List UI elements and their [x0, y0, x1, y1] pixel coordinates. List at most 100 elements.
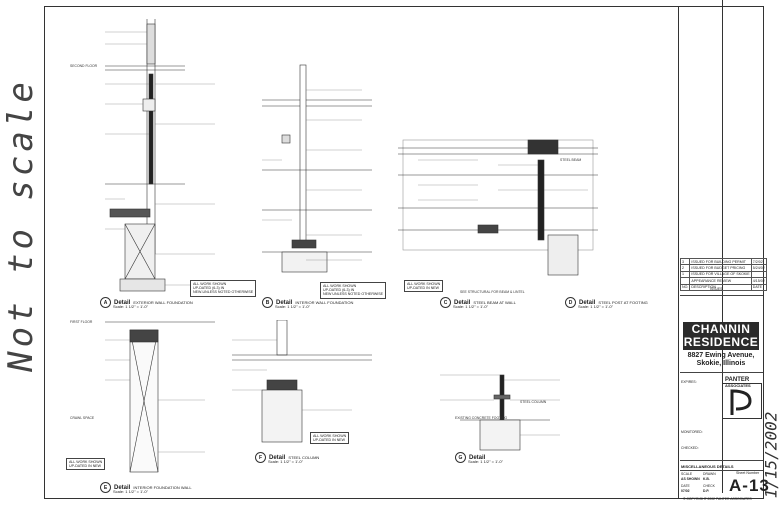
detail-f-marker: F: [255, 452, 266, 463]
date-label: DATE: [681, 484, 690, 488]
detail-c-label: C Detail STEEL BEAM AT WALL Scale: 1 1/2…: [440, 297, 516, 309]
firm-logo-icon: [722, 383, 762, 419]
revision-desc: APPEARANCE REVIEW: [689, 277, 752, 285]
revision-num: 1: [679, 270, 691, 279]
signature-date-text: 1/15/2002: [761, 411, 781, 499]
divider: [680, 470, 763, 471]
revision-num: 3: [679, 257, 691, 266]
revision-table: 3 ISSUED FOR BUILDING PERMIT 7/2/02 2 IS…: [679, 257, 767, 291]
divider: [680, 295, 763, 296]
copyright-footer: © COPYRIGHT 2002 PANTER ASSOCIATES: [683, 497, 752, 501]
detail-c-note-box: ALL WORK SHOWN UP-DATED IN NEW: [404, 280, 444, 293]
detail-g-label: G Detail Scale: 1 1/2" = 1'-0": [455, 452, 503, 464]
revision-num: 2: [679, 264, 691, 272]
signature-date-note: 1/15/2002: [761, 405, 781, 505]
detail-g-drawing: [440, 374, 560, 451]
revision-num-header: NO.: [679, 283, 691, 291]
revision-desc: ISSUED FOR BUILDING PERMIT: [689, 257, 752, 266]
detail-a-drawing: [105, 19, 215, 292]
detail-d-subtitle: STEEL POST AT FOOTING: [598, 300, 648, 305]
revision-header-row: NO. DESCRIPTION DATE: [679, 283, 767, 291]
detail-c-title: Detail: [454, 299, 471, 306]
detail-f-scale: Scale: 1 1/2" = 1'-0": [268, 459, 304, 464]
monitored-label: MONITORED:: [681, 430, 703, 434]
checked-label: CHECKED:: [681, 446, 699, 450]
address-line1: 8827 Ewing Avenue,: [687, 352, 755, 359]
detail-a-marker: A: [100, 297, 111, 308]
sheet-title: MISCELLANEOUS DETAILS: [681, 464, 734, 469]
detail-d-label: D Detail STEEL POST AT FOOTING Scale: 1 …: [565, 297, 648, 309]
detail-g-marker: G: [455, 452, 466, 463]
revision-row: 2 ISSUED FOR BUDGET PRICING 5/24/02: [679, 264, 767, 272]
drawing-sheet-border: [44, 6, 764, 499]
first-floor-label: FIRST FLOOR: [70, 320, 93, 324]
title-block-border: [722, 0, 723, 493]
title-block-divider: [678, 6, 679, 499]
detail-c-subtitle: STEEL BEAM AT WALL: [473, 300, 516, 305]
not-to-scale-text: Not to scale: [1, 78, 41, 372]
revision-row: 3 ISSUED FOR BUILDING PERMIT 7/2/02: [679, 257, 767, 266]
project-name: CHANNIN RESIDENCE: [683, 322, 759, 350]
steel-column-label: STEEL COLUMN: [520, 400, 547, 404]
detail-c-scale: Scale: 1 1/2" = 1'-0": [453, 304, 489, 309]
expires-label: EXPIRES:: [681, 380, 697, 384]
detail-b-drawing: [262, 64, 372, 273]
sheet-number: A-13: [729, 476, 770, 495]
detail-e-marker: E: [100, 482, 111, 493]
detail-b-label: B Detail INTERIOR WALL FOUNDATION Scale:…: [262, 297, 354, 309]
detail-a-title: Detail: [114, 299, 131, 306]
detail-c-drawing: [398, 139, 598, 276]
crawl-space-label: CRAWL SPACE: [70, 416, 95, 420]
detail-e-drawing: [105, 321, 215, 473]
firm-name-line2: ASSOCIATES: [725, 383, 751, 388]
detail-d-scale: Scale: 1 1/2" = 1'-0": [578, 304, 614, 309]
detail-b-scale: Scale: 1 1/2" = 1'-0": [275, 304, 311, 309]
detail-b-title: Detail: [276, 299, 293, 306]
detail-a-note-box: ALL WORK SHOWN UP-DATED (6-3) IN NEW-UNL…: [190, 280, 257, 297]
see-structural-note: SEE STRUCTURAL FOR BEAM & LINTEL: [460, 290, 525, 294]
scale-label: SCALE: [681, 472, 693, 476]
detail-b-marker: B: [262, 297, 273, 308]
revision-desc: ISSUED FOR VILLAGE OF SKOKIE: [689, 270, 752, 279]
detail-e-note-box: ALL WORK SHOWN UP-DATED IN NEW: [66, 458, 106, 471]
project-name-line1: CHANNIN: [691, 322, 751, 336]
detail-e-label: E Detail INTERIOR FOUNDATION WALL Scale:…: [100, 482, 192, 494]
divider: [680, 372, 763, 373]
scale-value: AS SHOWN: [681, 477, 700, 481]
detail-e-subtitle: INTERIOR FOUNDATION WALL: [133, 485, 192, 490]
detail-f-subtitle: STEEL COLUMN: [288, 455, 320, 460]
detail-a-subtitle: EXTERIOR WALL FOUNDATION: [133, 300, 193, 305]
detail-g-scale: Scale: 1 1/2" = 1'-0": [468, 459, 504, 464]
detail-f-label: F Detail STEEL COLUMN Scale: 1 1/2" = 1'…: [255, 452, 320, 464]
detail-b-subtitle: INTERIOR WALL FOUNDATION: [295, 300, 354, 305]
firm-name: PANTER ASSOCIATES: [725, 377, 751, 389]
revision-desc: ISSUED FOR BUDGET PRICING: [689, 264, 752, 272]
detail-f-drawing: [232, 320, 372, 443]
check-value: D.P.: [703, 489, 710, 493]
revision-date: 5/24/02: [750, 264, 767, 272]
revision-date: 7/2/02: [750, 257, 767, 266]
not-to-scale-handwritten-note: Not to scale: [1, 60, 41, 390]
revision-num: [679, 277, 691, 285]
detail-e-title: Detail: [114, 484, 131, 491]
detail-d-title: Detail: [579, 299, 596, 306]
date-value: 07/02: [681, 489, 690, 493]
detail-a-label: A Detail EXTERIOR WALL FOUNDATION Scale:…: [100, 297, 193, 309]
steel-beam-label: STEEL BEAM: [560, 158, 582, 162]
detail-a-scale: Scale: 1 1/2" = 1'-0": [113, 304, 149, 309]
detail-f-title: Detail: [269, 454, 286, 461]
revision-row: 1 ISSUED FOR VILLAGE OF SKOKIE: [679, 270, 767, 279]
revision-row: APPEARANCE REVIEW 4/15/02: [679, 277, 767, 285]
revision-date-header: DATE: [750, 283, 767, 291]
detail-d-marker: D: [565, 297, 576, 308]
project-address: 8827 Ewing Avenue, Skokie, Illinois: [683, 352, 759, 368]
divider: [680, 460, 763, 461]
sheet-number-label: Sheet Number: [736, 471, 760, 475]
detail-f-note-box: ALL WORK SHOWN UP-DATED IN NEW: [310, 432, 350, 445]
revision-desc-header: DESCRIPTION: [689, 283, 752, 291]
project-name-line2: RESIDENCE: [683, 335, 759, 349]
check-label: CHECK: [703, 484, 715, 488]
detail-e-scale: Scale: 1 1/2" = 1'-0": [113, 489, 149, 494]
drawn-value: K.B.: [703, 477, 710, 481]
address-line2: Skokie, Illinois: [696, 360, 746, 367]
